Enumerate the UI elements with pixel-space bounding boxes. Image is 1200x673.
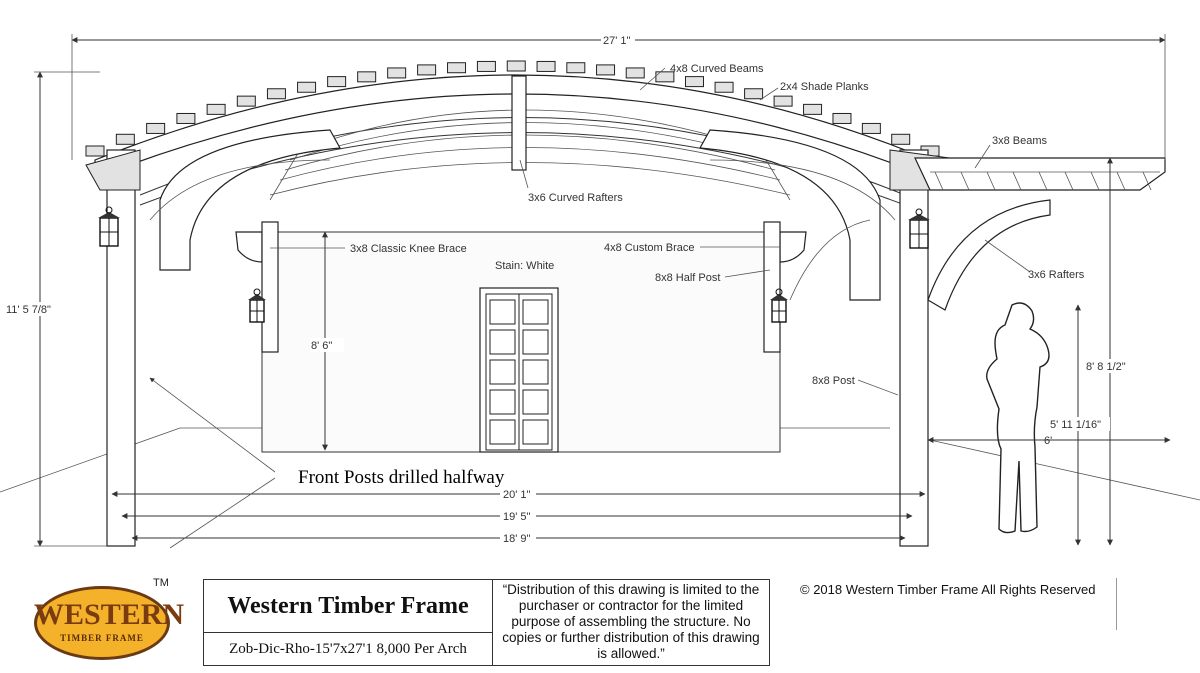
logo-name: WESTERN bbox=[34, 598, 185, 631]
door-panel bbox=[522, 329, 549, 355]
label-3x8-beams: 3x8 Beams bbox=[992, 135, 1048, 147]
shade-plank bbox=[387, 67, 407, 79]
title-block-company: Western Timber Frame bbox=[203, 579, 493, 633]
shade-plank bbox=[85, 145, 105, 157]
label-curved-rafters: 3x6 Curved Rafters bbox=[528, 192, 623, 204]
label-8x8-post: 8x8 Post bbox=[812, 375, 855, 387]
left-front-post bbox=[106, 149, 136, 547]
door bbox=[479, 287, 559, 453]
dim-overall-height: 11' 5 7/8" bbox=[6, 304, 51, 316]
shade-plank bbox=[536, 60, 556, 72]
dim-person-height: 5' 11 1/16" bbox=[1050, 419, 1101, 431]
side-rafter bbox=[1064, 171, 1074, 191]
side-rafter bbox=[1090, 171, 1100, 191]
knee-braces bbox=[235, 231, 807, 263]
side-rafter bbox=[960, 171, 970, 191]
shade-plank bbox=[506, 60, 526, 72]
leader-lines bbox=[149, 67, 1031, 549]
shade-plank bbox=[327, 76, 347, 88]
side-3x8-beam bbox=[914, 157, 1166, 191]
side-rafter bbox=[1012, 171, 1022, 191]
dim-overall-width: 27' 1" bbox=[603, 35, 631, 47]
lantern-icon bbox=[770, 288, 788, 323]
side-curved-brace bbox=[927, 199, 1051, 311]
shade-plank bbox=[861, 122, 881, 134]
shade-plank bbox=[625, 67, 645, 79]
lantern-icon bbox=[908, 208, 930, 249]
shade-plank bbox=[891, 133, 911, 145]
shade-plank bbox=[773, 95, 793, 107]
western-timber-frame-logo: WESTERN TIMBER FRAME bbox=[34, 586, 185, 660]
shade-plank bbox=[357, 71, 377, 83]
door-panel bbox=[489, 329, 516, 355]
title-block-notice: “Distribution of this drawing is limited… bbox=[492, 579, 770, 666]
side-rafter bbox=[1116, 171, 1126, 191]
dim-span-inner: 18' 9" bbox=[503, 533, 531, 545]
shade-plank bbox=[236, 95, 256, 107]
shade-plank bbox=[146, 122, 166, 134]
left-half-post bbox=[261, 221, 279, 353]
shade-plank bbox=[297, 81, 317, 93]
shade-plank bbox=[655, 71, 675, 83]
shade-plank bbox=[832, 112, 852, 124]
label-3x6-rafters: 3x6 Rafters bbox=[1028, 269, 1085, 281]
left-post-cap bbox=[85, 149, 141, 191]
shade-plank bbox=[684, 76, 704, 88]
door-panel bbox=[489, 359, 516, 385]
logo-oval bbox=[34, 586, 170, 660]
side-rafter bbox=[934, 171, 944, 191]
label-curved-beams: 4x8 Curved Beams bbox=[670, 63, 764, 75]
shade-planks bbox=[85, 60, 940, 157]
right-half-post bbox=[763, 221, 781, 353]
dim-side-height: 8' 8 1/2" bbox=[1086, 361, 1126, 373]
right-front-post bbox=[899, 149, 929, 547]
shade-plank bbox=[476, 60, 496, 72]
door-panel bbox=[522, 299, 549, 325]
trademark-mark: TM bbox=[153, 577, 169, 589]
label-shade-planks: 2x4 Shade Planks bbox=[780, 81, 869, 93]
label-custom-brace: 4x8 Custom Brace bbox=[604, 242, 694, 254]
door-panel bbox=[489, 299, 516, 325]
title-block-divider bbox=[1116, 578, 1117, 630]
door-panel bbox=[489, 389, 516, 415]
title-block-project: Zob-Dic-Rho-15'7x27'1 8,000 Per Arch bbox=[203, 632, 493, 666]
lantern-icon bbox=[248, 288, 266, 323]
shade-plank bbox=[417, 64, 437, 76]
side-rafter bbox=[1142, 171, 1152, 191]
shade-plank bbox=[566, 62, 586, 74]
shade-plank bbox=[803, 103, 823, 115]
arch-braces bbox=[149, 129, 896, 301]
center-king-post bbox=[511, 75, 527, 171]
logo-subtitle: TIMBER FRAME bbox=[60, 633, 144, 643]
dim-span-mid: 19' 5" bbox=[503, 511, 531, 523]
label-stain: Stain: White bbox=[495, 260, 554, 272]
curved-rafters bbox=[269, 109, 791, 201]
person-silhouette bbox=[986, 302, 1050, 534]
dim-span-outer: 20' 1" bbox=[503, 489, 531, 501]
label-half-post: 8x8 Half Post bbox=[655, 272, 720, 284]
shade-plank bbox=[206, 103, 226, 115]
shade-plank bbox=[714, 81, 734, 93]
label-knee-brace: 3x8 Classic Knee Brace bbox=[350, 243, 467, 255]
lanterns bbox=[98, 206, 930, 323]
shade-plank bbox=[176, 112, 196, 124]
shade-plank bbox=[744, 88, 764, 100]
side-rafter bbox=[986, 171, 996, 191]
door-panel bbox=[522, 359, 549, 385]
door-panel bbox=[489, 419, 516, 445]
lantern-icon bbox=[98, 206, 120, 247]
shade-plank bbox=[596, 64, 616, 76]
door-panel bbox=[522, 389, 549, 415]
label-front-posts-note: Front Posts drilled halfway bbox=[298, 467, 505, 488]
door-panel bbox=[522, 419, 549, 445]
side-rafter bbox=[1038, 171, 1048, 191]
dim-knee-brace-height: 8' 6" bbox=[311, 340, 332, 352]
copyright-text: © 2018 Western Timber Frame All Rights R… bbox=[800, 582, 1096, 597]
shade-plank bbox=[266, 88, 286, 100]
shade-plank bbox=[447, 62, 467, 74]
dim-person-width: 6' bbox=[1044, 435, 1052, 447]
shade-plank bbox=[115, 133, 135, 145]
